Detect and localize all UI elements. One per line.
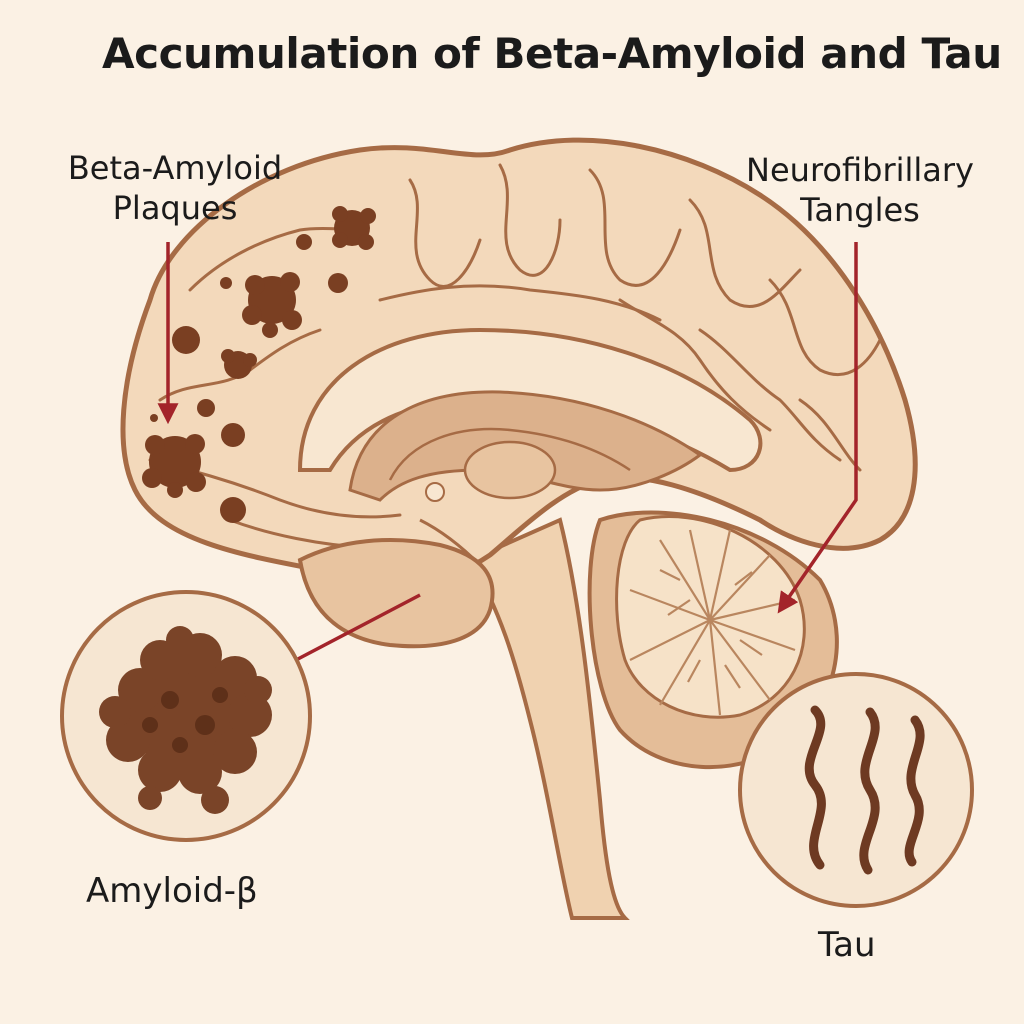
tangles-label-line2: Tangles — [800, 191, 920, 229]
plaque-3 — [328, 273, 348, 293]
tau-fiber-1 — [804, 705, 826, 870]
plaque-5 — [220, 277, 232, 289]
plaque-4 — [242, 272, 302, 338]
plaques-label-line2: Plaques — [112, 189, 238, 227]
plaque-9 — [221, 423, 245, 447]
plaque-12 — [150, 414, 158, 422]
cerebellum — [587, 510, 839, 770]
plaque-6 — [172, 326, 200, 354]
plaque-1 — [332, 206, 376, 250]
tau-inset-label: Tau — [818, 925, 876, 965]
brain-plaques — [142, 206, 376, 523]
tangle-arrow — [777, 242, 858, 614]
tangles-label-line1: Neurofibrillary — [746, 151, 974, 189]
tau-inset — [738, 672, 974, 908]
plaque-11 — [220, 497, 246, 523]
amyloid-inset — [60, 590, 312, 842]
plaque-8 — [197, 399, 215, 417]
corpus-callosum — [297, 327, 763, 567]
plaques-label-line1: Beta-Amyloid — [67, 149, 283, 187]
tangles-label: Neurofibrillary Tangles — [722, 150, 998, 230]
plaque-7 — [221, 349, 257, 379]
temporal-lobe — [297, 538, 495, 649]
amyloid-inset-label: Amyloid-β — [86, 871, 258, 911]
tau-fiber-3 — [904, 715, 925, 867]
plaques-label: Beta-Amyloid Plaques — [40, 148, 310, 228]
brainstem — [467, 517, 630, 920]
plaque-2 — [296, 234, 312, 250]
diagram-title: Accumulation of Beta-Amyloid and Tau — [102, 30, 1002, 79]
amyloid-callout-line — [295, 593, 421, 662]
tau-fiber-2 — [859, 707, 880, 875]
plaque-10 — [142, 434, 206, 498]
